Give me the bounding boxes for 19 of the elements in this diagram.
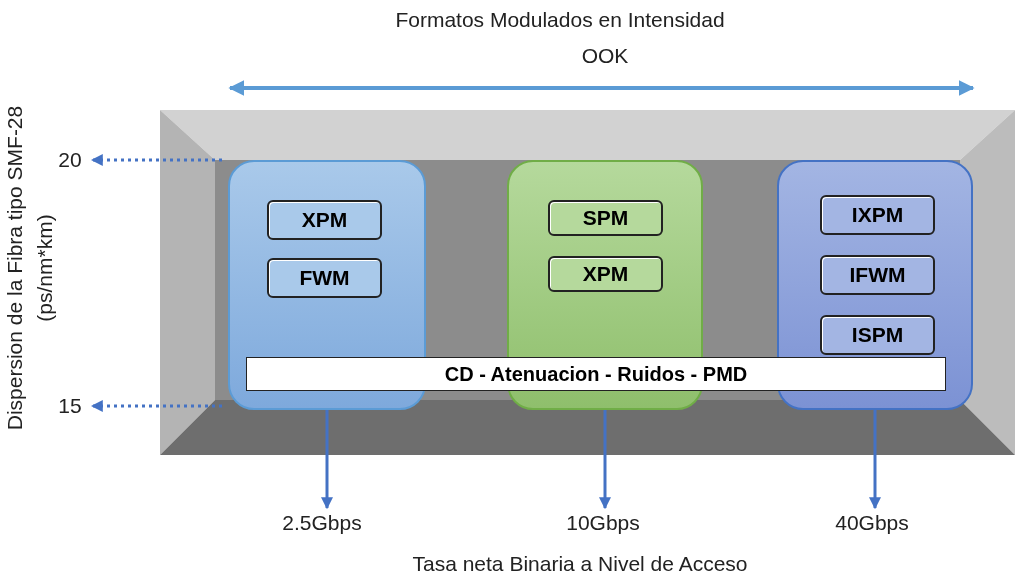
effect-box: XPM: [548, 256, 663, 292]
effect-box: IFWM: [820, 255, 935, 295]
impairment-bar: CD - Atenuacion - Ruidos - PMD: [246, 357, 946, 391]
effect-box: ISPM: [820, 315, 935, 355]
arrow: [599, 410, 611, 510]
axis-title: Tasa neta Binaria a Nivel de Acceso: [411, 552, 749, 576]
arrow: [321, 410, 333, 510]
arrow: [869, 410, 881, 510]
bit-rate-label: 2.5Gbps: [272, 508, 372, 538]
arrow: [90, 154, 222, 166]
bit-rate-label: 10Gbps: [553, 508, 653, 538]
effect-box: SPM: [548, 200, 663, 236]
effect-box: XPM: [267, 200, 382, 240]
beveled-panel: [160, 110, 1015, 455]
effect-box: FWM: [267, 258, 382, 298]
heading: Formatos Modulados en Intensidad: [394, 8, 726, 32]
heading: OOK: [580, 44, 630, 68]
effect-box: IXPM: [820, 195, 935, 235]
bit-rate-label: 40Gbps: [822, 508, 922, 538]
